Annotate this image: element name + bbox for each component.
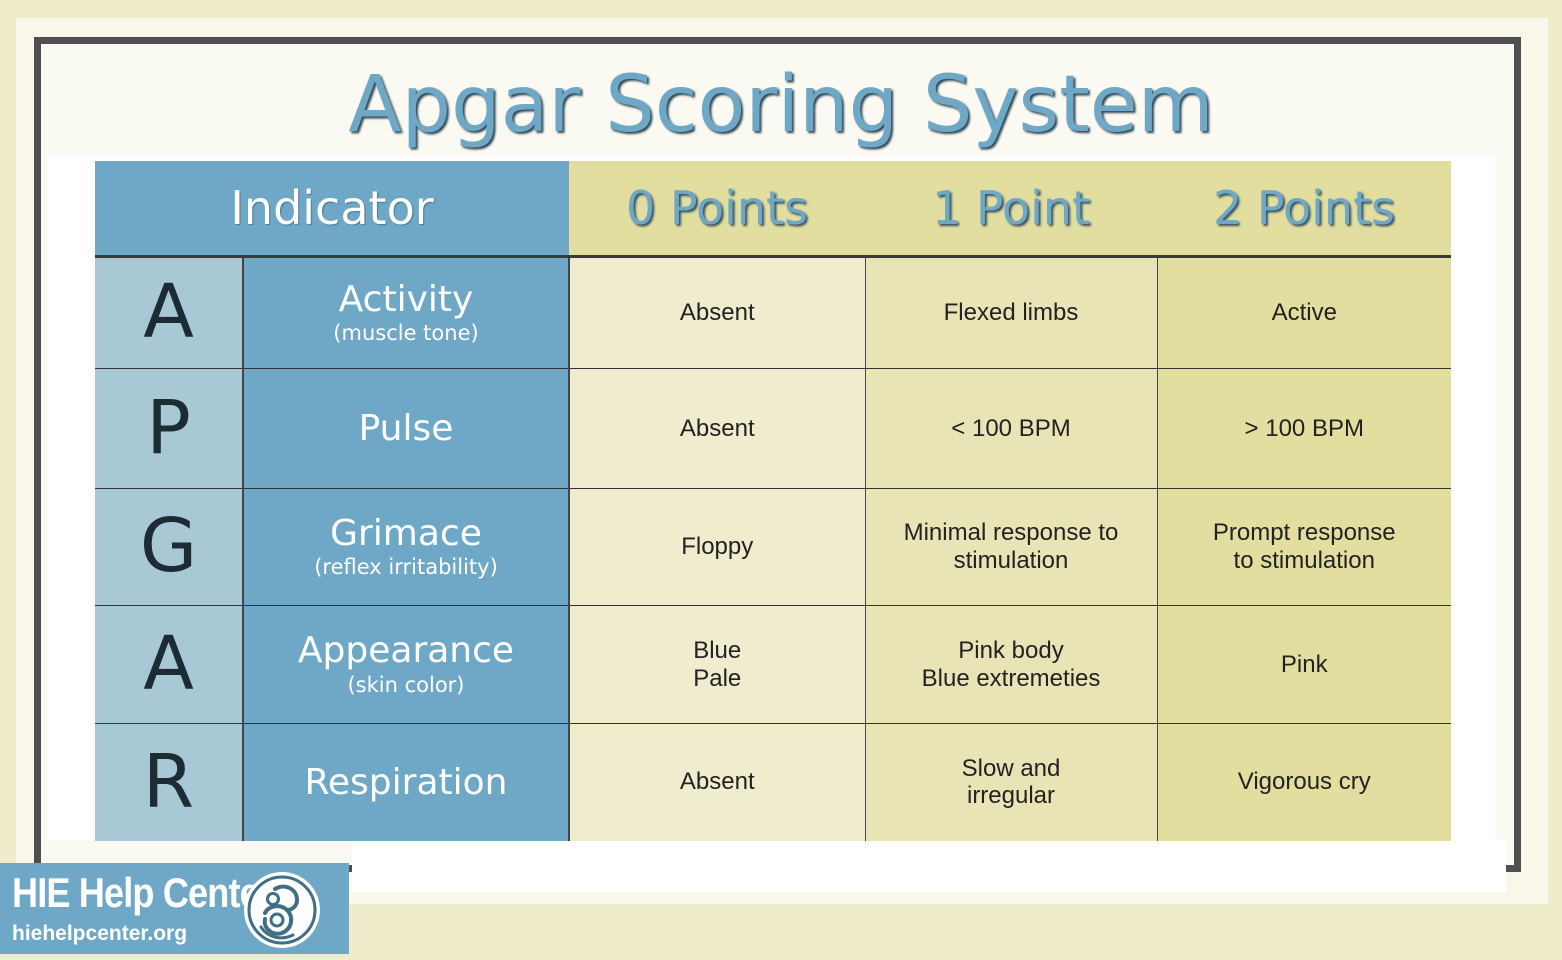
cell-text-line: Pink body (958, 636, 1064, 664)
cell-text-line: > 100 BPM (1244, 414, 1364, 442)
header-0-points: 0 Points (569, 161, 865, 258)
page-title: Apgar Scoring System (348, 60, 1214, 150)
cell-text-line: < 100 BPM (951, 414, 1071, 442)
cell-text-line: stimulation (953, 547, 1069, 574)
cell-text-line: to stimulation (1233, 547, 1375, 574)
score-cell-0-points: Absent (569, 723, 866, 841)
cell-text-line: Vigorous cry (1237, 768, 1371, 796)
table-backdrop-bottom (352, 840, 1506, 892)
score-cell-2-points: Active (1157, 256, 1451, 369)
cell-text-line: Blue extremeties (921, 664, 1101, 692)
score-cell-0-points: Floppy (569, 488, 866, 606)
row-indicator: Appearance(skin color) (243, 605, 570, 724)
indicator-subtitle: (reflex irritability) (314, 555, 498, 580)
row-indicator: Pulse (243, 368, 570, 489)
cell-text-line: Minimal response to (903, 519, 1119, 547)
score-cell-2-points: Vigorous cry (1157, 723, 1451, 841)
row-letter: A (95, 256, 244, 369)
header-indicator: Indicator (95, 161, 569, 258)
table-header-row: Indicator 0 Points 1 Point 2 Points (95, 161, 1451, 258)
hie-help-center-logo[interactable]: HIE Help Center hiehelpcenter.org (0, 863, 349, 954)
cell-text-line: Slow and (961, 754, 1061, 782)
header-1-point: 1 Point (865, 161, 1157, 258)
indicator-name: Appearance (297, 630, 515, 672)
indicator-name: Activity (338, 278, 474, 320)
cell-text-line: Absent (679, 414, 755, 442)
score-cell-1-points: < 100 BPM (865, 368, 1158, 489)
score-cell-2-points: Pink (1157, 605, 1451, 724)
indicator-name: Grimace (330, 512, 482, 554)
score-cell-0-points: Absent (569, 368, 866, 489)
cell-text-line: Flexed limbs (943, 299, 1079, 327)
row-letter: A (95, 605, 244, 724)
cell-text-line: Floppy (681, 533, 754, 561)
cell-text-line: Pale (693, 664, 742, 692)
logo-url[interactable]: hiehelpcenter.org (12, 922, 188, 945)
cell-text-line: Prompt response (1212, 519, 1396, 547)
row-letter: P (95, 368, 244, 489)
indicator-subtitle: (muscle tone) (333, 321, 479, 346)
mother-baby-icon (244, 872, 320, 948)
table-row-pulse: P Pulse Absent < 100 BPM > 100 BPM (95, 368, 1451, 489)
indicator-name: Pulse (358, 407, 454, 449)
row-letter: G (95, 488, 244, 606)
header-2-points: 2 Points (1157, 161, 1451, 258)
cell-text-line: Absent (679, 299, 755, 327)
row-letter: R (95, 723, 244, 841)
cell-text-line: irregular (966, 782, 1056, 810)
logo-title: HIE Help Center (12, 869, 273, 916)
cell-text-line: Absent (679, 768, 755, 796)
cell-text-line: Active (1271, 299, 1337, 327)
cell-text-line: Pink (1280, 650, 1328, 678)
cell-text-line: Blue (693, 636, 742, 664)
indicator-subtitle: (skin color) (347, 672, 465, 697)
row-indicator: Activity(muscle tone) (243, 256, 570, 369)
score-cell-0-points: Absent (569, 256, 866, 369)
indicator-name: Respiration (304, 761, 508, 803)
row-indicator: Respiration (243, 723, 570, 841)
score-cell-1-points: Flexed limbs (865, 256, 1158, 369)
row-indicator: Grimace(reflex irritability) (243, 488, 570, 606)
score-cell-2-points: > 100 BPM (1157, 368, 1451, 489)
